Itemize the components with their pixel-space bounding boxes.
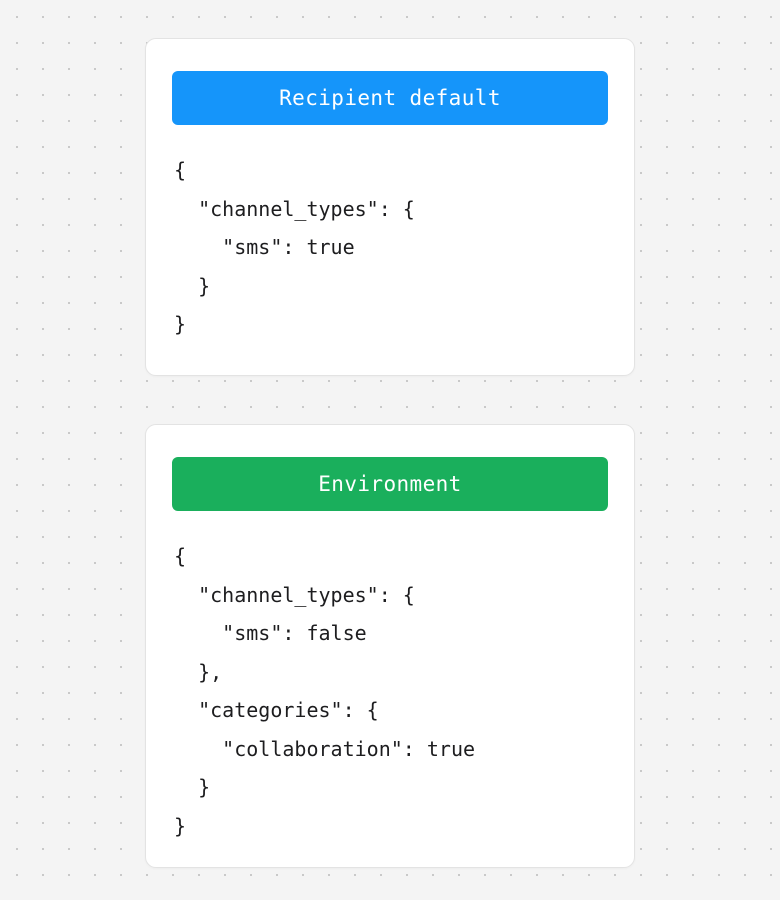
card-header-environment: Environment — [172, 457, 608, 511]
card-recipient-default: Recipient default { "channel_types": { "… — [145, 38, 635, 376]
json-line: "collaboration": true — [174, 736, 476, 761]
json-line: "sms": true — [174, 235, 355, 259]
json-line: }, — [174, 659, 223, 684]
card-title-environment: Environment — [318, 471, 462, 496]
card-body-environment: { "channel_types": { "sms": false }, "ca… — [174, 537, 618, 845]
json-line: "channel_types": { — [174, 582, 415, 607]
card-environment: Environment { "channel_types": { "sms": … — [145, 424, 635, 868]
card-title-recipient-default: Recipient default — [279, 85, 501, 110]
json-line: } — [174, 273, 211, 298]
json-preview-recipient-default: { "channel_types": { "sms": true }} — [174, 151, 618, 344]
json-line: "channel_types": { — [174, 196, 415, 221]
json-line: { — [174, 544, 187, 568]
json-line: } — [174, 813, 187, 838]
json-line: } — [174, 312, 187, 336]
json-line: "categories": { — [174, 698, 379, 722]
json-preview-environment: { "channel_types": { "sms": false }, "ca… — [174, 537, 618, 845]
card-body-recipient-default: { "channel_types": { "sms": true }} — [174, 151, 618, 344]
json-line: "sms": false — [174, 621, 367, 645]
card-header-recipient-default: Recipient default — [172, 71, 608, 125]
json-line: { — [174, 158, 187, 182]
json-line: } — [174, 775, 211, 799]
